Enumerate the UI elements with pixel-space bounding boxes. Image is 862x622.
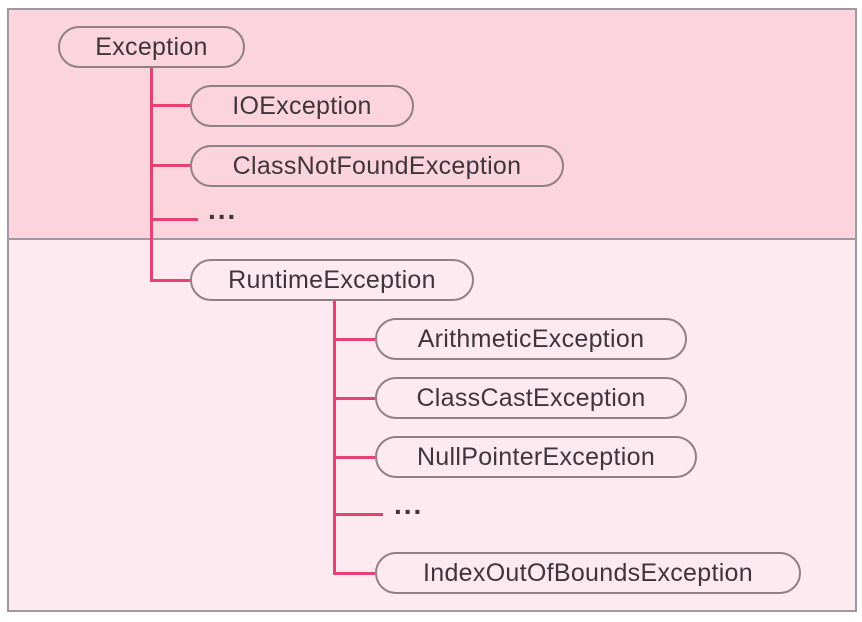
connector-branch-classnotfoundexception (150, 164, 190, 167)
node-index-out-of-bounds-exception: IndexOutOfBoundsException (375, 552, 801, 594)
node-ellipsis-2: ... (394, 489, 424, 520)
node-class-not-found-exception: ClassNotFoundException (190, 145, 564, 187)
connector-branch-nullpointerexception (333, 456, 375, 459)
connector-branch-arithmeticexception (333, 338, 375, 341)
node-arithmetic-exception: ArithmeticException (375, 318, 687, 360)
node-class-cast-exception: ClassCastException (375, 377, 687, 419)
connector-branch-ellipsis-1 (150, 218, 198, 221)
connector-branch-ellipsis-2 (333, 513, 383, 516)
node-runtime-exception: RuntimeException (190, 259, 474, 301)
node-exception: Exception (58, 26, 245, 68)
connector-trunk-runtimeexception (333, 300, 336, 575)
node-io-exception: IOException (190, 85, 414, 127)
node-ellipsis-1: ... (208, 194, 238, 225)
connector-branch-indexoutofboundsexception (333, 572, 375, 575)
connector-trunk-exception (150, 67, 153, 282)
connector-branch-runtimeexception (150, 279, 190, 282)
diagram-frame (7, 8, 857, 612)
node-null-pointer-exception: NullPointerException (375, 436, 697, 478)
connector-branch-ioexception (150, 104, 190, 107)
connector-branch-classcastexception (333, 397, 375, 400)
